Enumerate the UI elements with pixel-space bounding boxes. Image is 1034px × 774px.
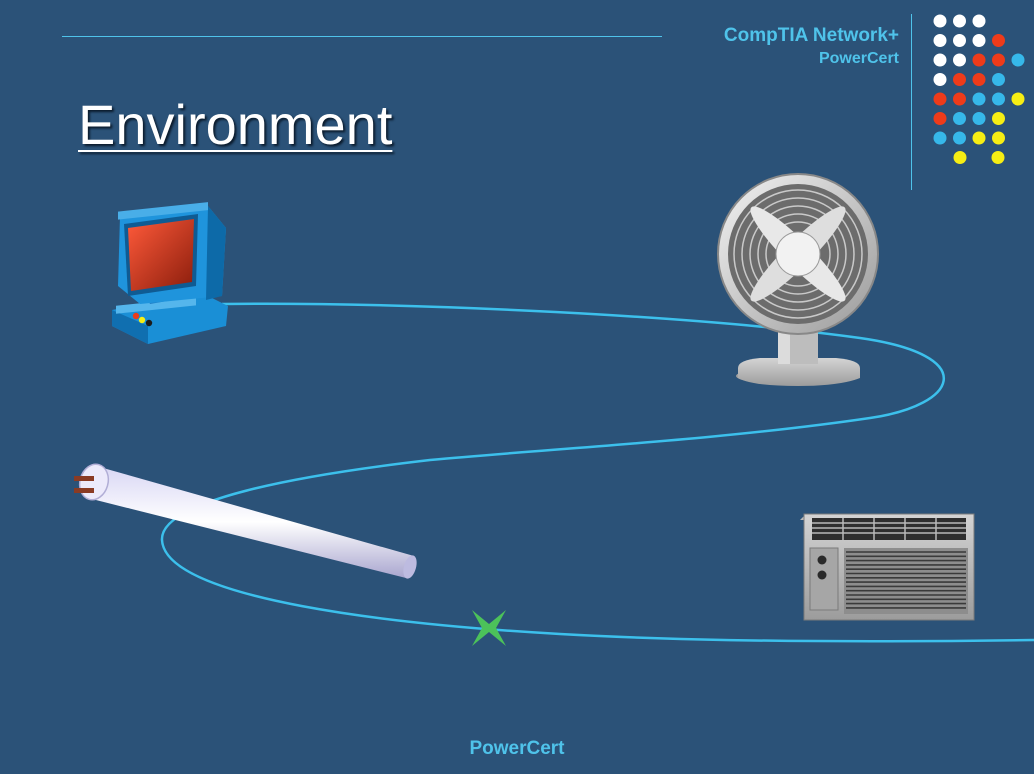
logo-dot — [933, 131, 947, 145]
logo-dot — [972, 112, 986, 125]
logo-dot — [992, 34, 1005, 47]
interference-star-icon — [472, 610, 506, 646]
computer-icon — [112, 202, 228, 344]
logo-dot — [953, 14, 966, 28]
logo-dot — [953, 131, 966, 145]
logo-dot — [991, 151, 1005, 164]
logo-dot — [953, 151, 967, 164]
logo-dot — [972, 34, 986, 47]
logo-dot — [972, 73, 986, 86]
vertical-rule — [911, 14, 912, 190]
logo-dot — [933, 73, 947, 86]
fluorescent-tube-icon — [74, 463, 417, 579]
logo-dot — [933, 112, 947, 125]
logo-dot — [953, 73, 966, 86]
header-rule — [62, 36, 662, 37]
logo-dot — [933, 53, 947, 67]
logo-dot — [992, 73, 1005, 86]
logo-dot — [933, 34, 947, 47]
footer-brand: PowerCert — [469, 738, 565, 759]
air-conditioner-icon — [800, 513, 975, 621]
fan-icon — [717, 173, 879, 386]
slide-title: Environment — [78, 93, 393, 156]
logo-dot — [992, 92, 1005, 106]
logo-dot — [953, 112, 966, 125]
logo-dot — [1011, 53, 1025, 67]
logo-dot — [972, 14, 986, 28]
logo-dot — [992, 131, 1005, 145]
dot-grid-logo — [933, 14, 1025, 164]
logo-dot — [933, 14, 947, 28]
logo-dot — [953, 53, 966, 67]
logo-dot — [933, 92, 947, 106]
logo-dot — [953, 34, 966, 47]
logo-dot — [953, 92, 966, 106]
logo-dot — [972, 92, 986, 106]
brand-subtitle: PowerCert — [818, 50, 899, 67]
brand-title: CompTIA Network+ — [723, 25, 899, 46]
logo-dot — [992, 112, 1005, 125]
logo-dot — [992, 53, 1005, 67]
logo-dot — [972, 53, 986, 67]
logo-dot — [1011, 92, 1025, 106]
logo-dot — [972, 131, 986, 145]
